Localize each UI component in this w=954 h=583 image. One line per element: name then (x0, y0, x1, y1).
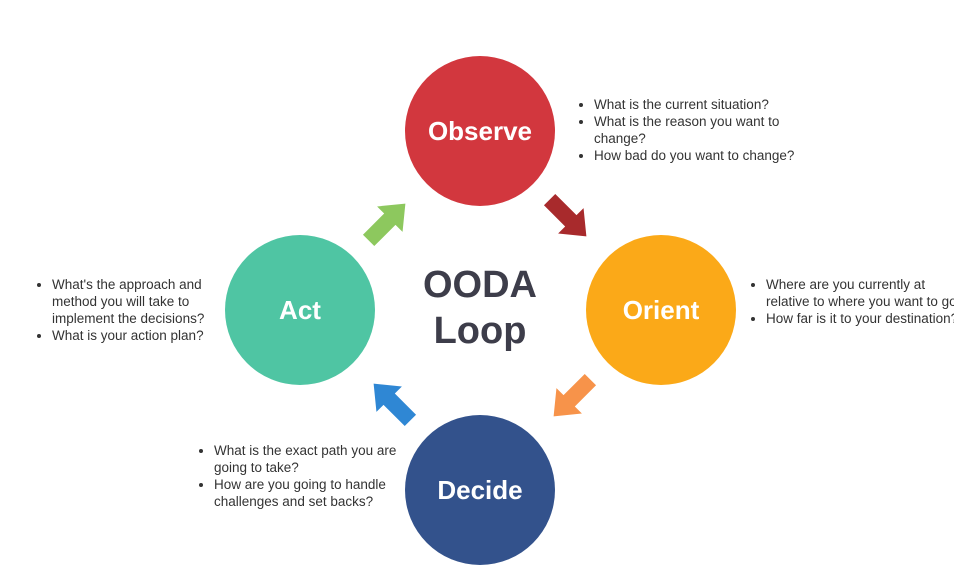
act-notes: What's the approach and method you will … (34, 276, 242, 344)
arrow-orient-to-decide (553, 373, 597, 417)
decide-note: What is the exact path you are going to … (214, 442, 414, 476)
arrow-decide-to-act (373, 383, 417, 427)
orient-note: How far is it to your destination? (766, 310, 954, 327)
decide-notes: What is the exact path you are going to … (196, 442, 414, 510)
decide-node: Decide (405, 415, 555, 565)
observe-note: What is the reason you want to change? (594, 113, 804, 147)
diagram-title: OODA Loop (400, 262, 560, 354)
orient-note: Where are you currently at relative to w… (766, 276, 954, 310)
orient-label: Orient (622, 294, 700, 325)
act-node: Act (225, 235, 375, 385)
observe-notes: What is the current situation? What is t… (576, 96, 804, 164)
arrow-observe-to-orient (543, 193, 587, 237)
observe-node: Observe (405, 56, 555, 206)
act-label: Act (279, 294, 321, 325)
title-line-1: OODA (423, 264, 537, 306)
act-note: What is your action plan? (52, 327, 242, 344)
observe-note: How bad do you want to change? (594, 147, 804, 164)
orient-notes: Where are you currently at relative to w… (748, 276, 954, 327)
title-line-2: Loop (433, 310, 527, 352)
decide-note: How are you going to handle challenges a… (214, 476, 414, 510)
act-note: What's the approach and method you will … (52, 276, 242, 327)
orient-node: Orient (586, 235, 736, 385)
observe-note: What is the current situation? (594, 96, 804, 113)
decide-label: Decide (437, 474, 523, 505)
arrow-act-to-observe (362, 203, 406, 247)
observe-label: Observe (427, 115, 533, 146)
